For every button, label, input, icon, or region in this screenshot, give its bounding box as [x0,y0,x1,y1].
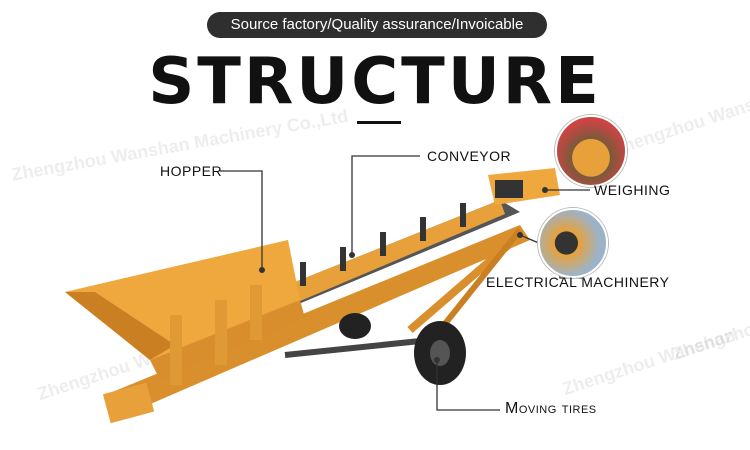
tires-label: Moving tires [505,400,597,417]
frame-lower-beam [105,225,530,418]
front-tire-hub [430,340,450,366]
hopper-leg [250,285,262,340]
hopper-side [150,300,305,380]
hopper-leg [215,300,227,365]
hopper-leader [220,170,263,270]
header-banner: Source factory/Quality assurance/Invoica… [207,12,547,38]
hopper-label: HOPPER [160,163,223,179]
weighing-detail-photo [555,115,627,187]
roller-set [300,203,466,286]
weighing-label: WEIGHING [594,182,671,198]
page-title: STRUCTURE [148,45,602,119]
motor [495,180,523,198]
hopper-leg [170,315,182,385]
tires-leader [436,360,500,411]
axle [284,337,431,358]
hopper-dot [259,267,265,273]
conveyor-dot [349,252,355,258]
conveyor-label: CONVEYOR [427,148,512,164]
weighing-dot [542,187,548,193]
electrical-dot [517,232,523,238]
conveyor-leader [351,155,420,255]
tow-bar [102,382,155,424]
rear-tire [339,313,371,339]
support-strut [437,228,523,332]
electrical-label: ELECTRICAL MACHINERY [486,274,670,290]
electrical-detail-photo [538,208,608,278]
title-underline [357,121,401,124]
tires-dot [434,357,440,363]
hopper-front [65,292,175,360]
